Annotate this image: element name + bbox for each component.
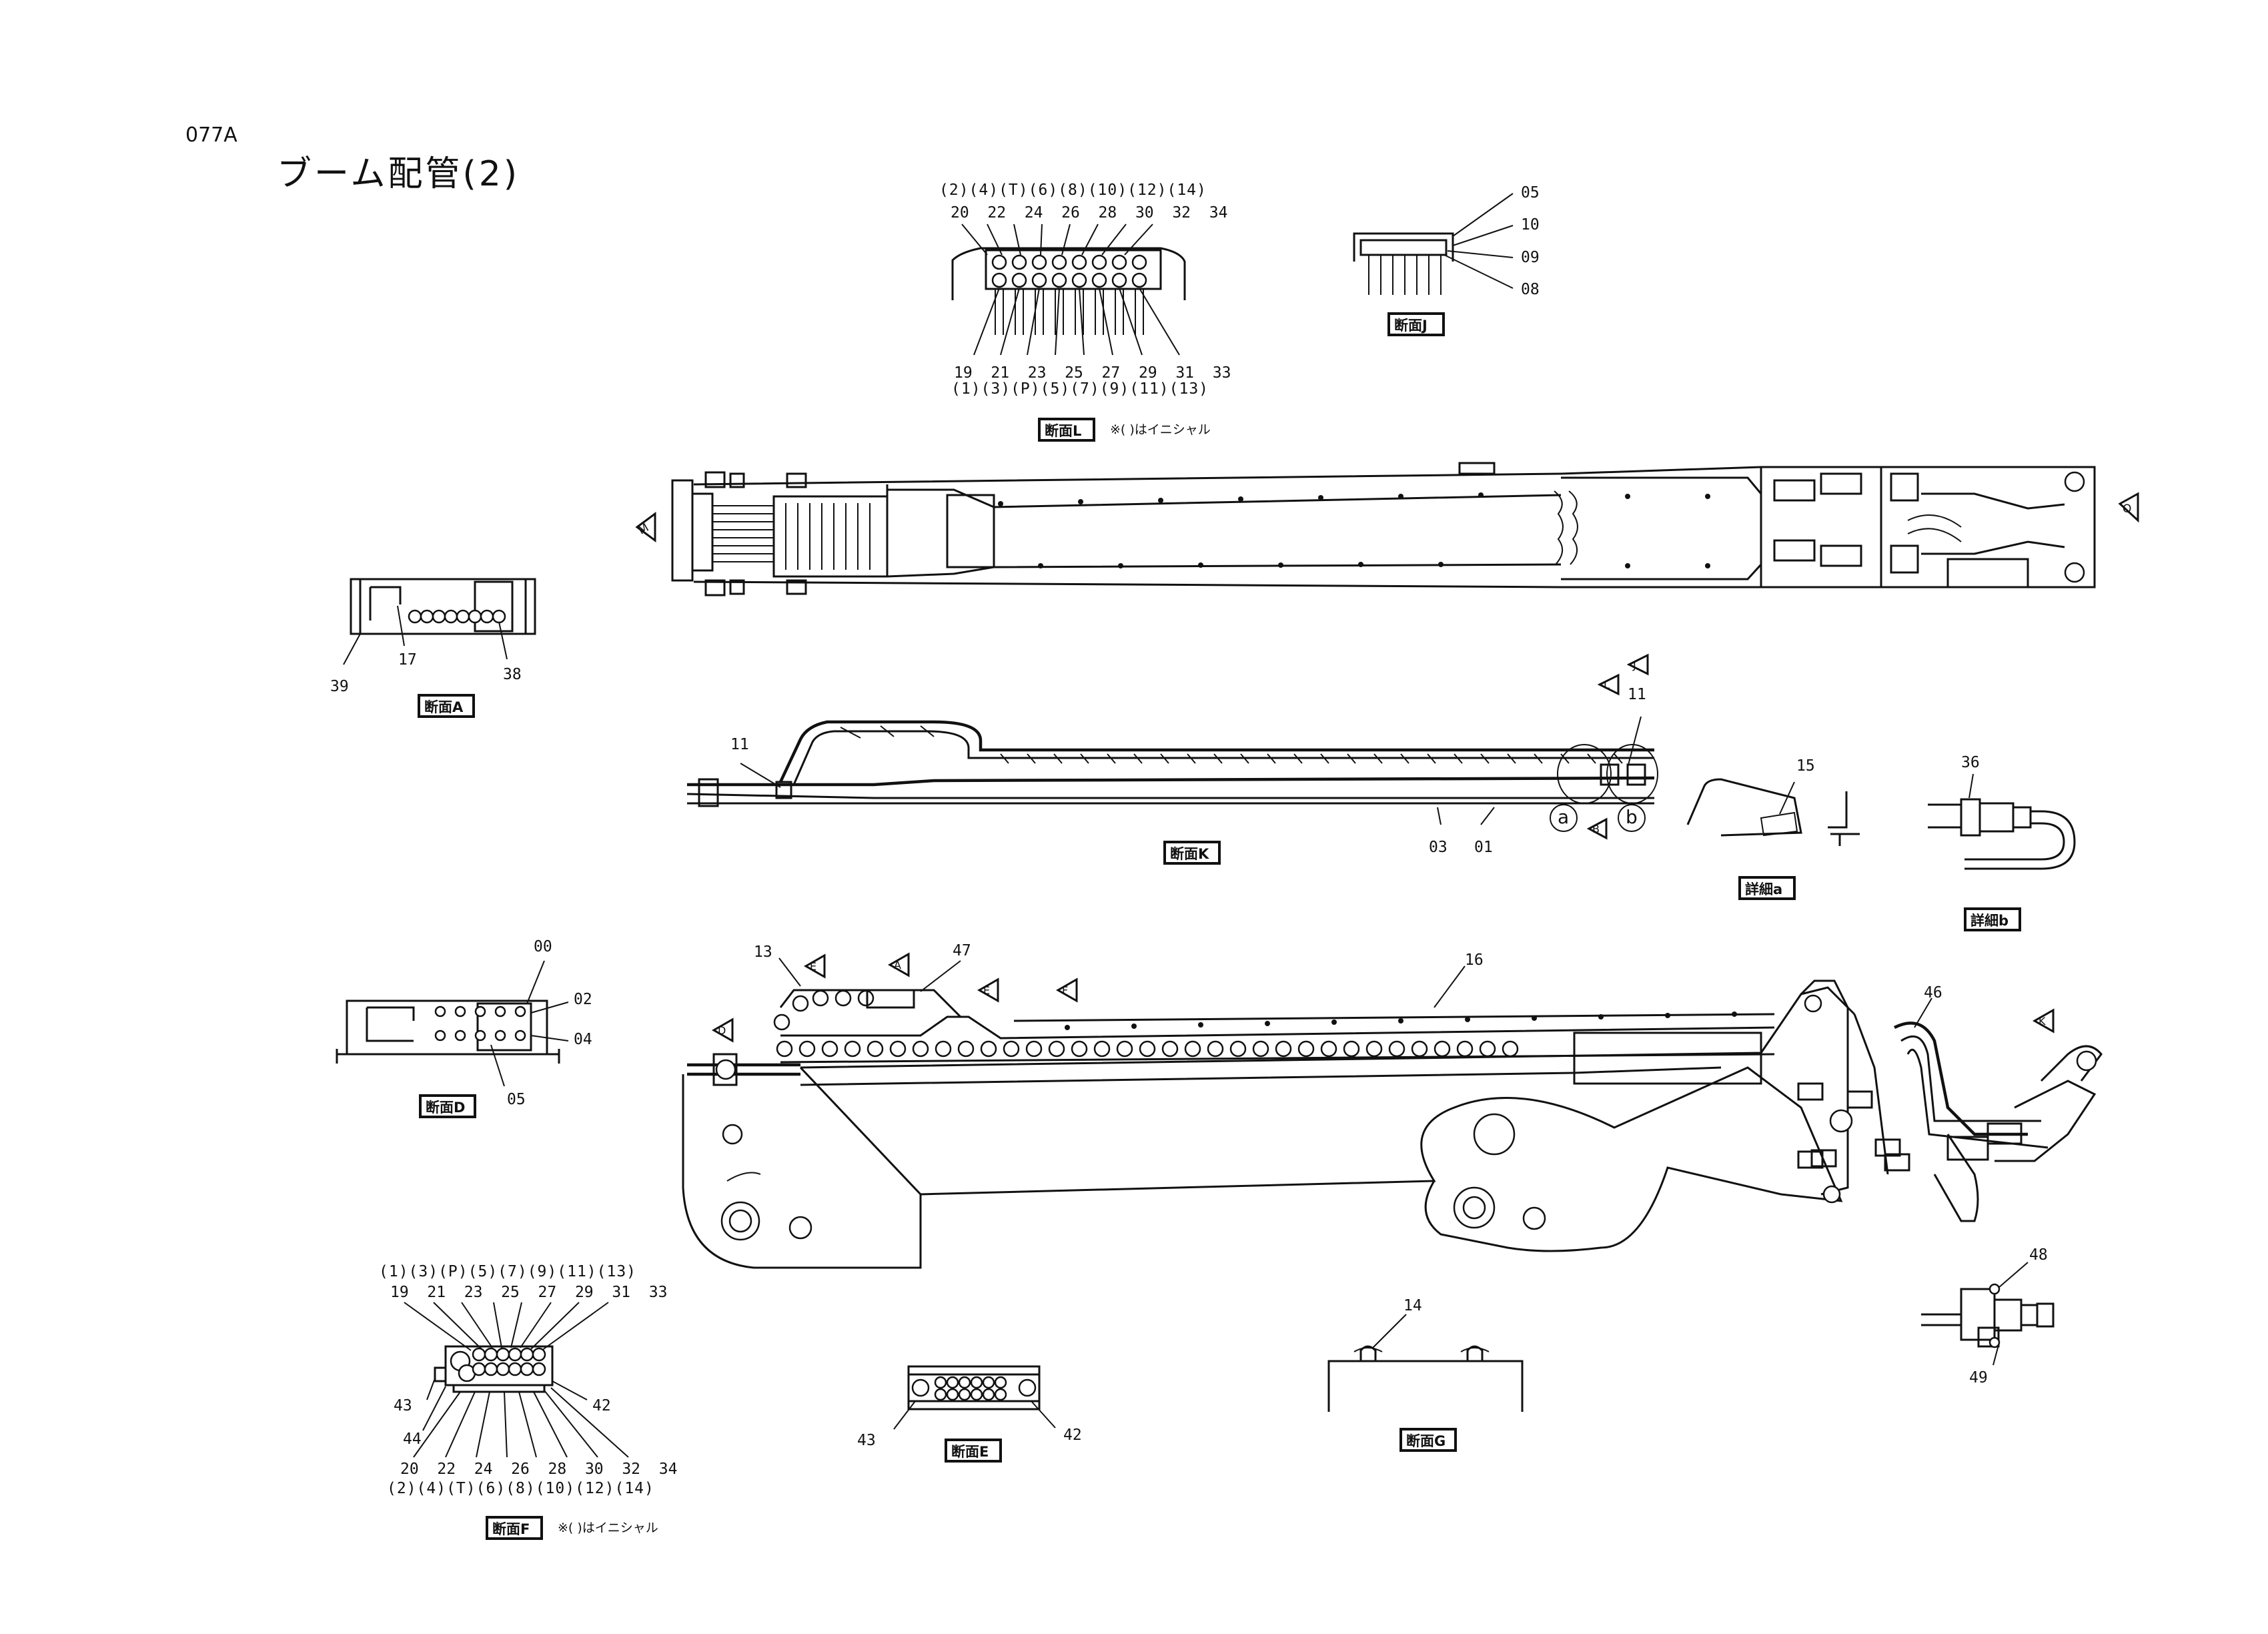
detail-ref-a: a	[1558, 806, 1569, 828]
section-e-pipes	[934, 1376, 1007, 1401]
section-marker-d: D	[718, 1024, 726, 1037]
valve-callout-49: 49	[1969, 1369, 1988, 1386]
section-d-callout-05: 05	[507, 1091, 526, 1108]
section-l-label: 断面L	[1045, 423, 1081, 439]
section-f-top-initials: (1)(3)(P)(5)(7)(9)(11)(13)	[379, 1263, 636, 1280]
section-k-callout-11-left: 11	[730, 736, 749, 753]
section-d-label: 断面D	[426, 1100, 465, 1116]
section-d-view: 00 02 04 05 断面D	[336, 938, 592, 1118]
section-f-bottom-numbers: 20 22 24 26 28 30 32 34	[400, 1461, 677, 1478]
section-a-callout-17: 17	[398, 651, 417, 669]
section-l-fittings	[991, 254, 1147, 335]
detail-a-label: 詳細a	[1745, 881, 1782, 897]
detail-ref-b: b	[1626, 806, 1638, 828]
section-j-callout-08: 08	[1521, 281, 1540, 298]
section-l-bottom-initials: (1)(3)(P)(5)(7)(9)(11)(13)	[951, 380, 1209, 398]
section-a-pipes	[408, 609, 506, 624]
section-k-chain-links	[1000, 753, 1623, 764]
section-k-callout-01: 01	[1474, 839, 1493, 856]
section-g-view: 14 断面G	[1327, 1297, 1524, 1452]
section-j-label: 断面J	[1394, 318, 1428, 334]
section-marker-e-1: E	[810, 960, 816, 973]
section-f-top-numbers: 19 21 23 25 27 29 31 33	[390, 1284, 667, 1301]
section-marker-j: J	[1632, 659, 1636, 671]
boom-side-view: 13 47 16 46 E A E F D K	[682, 942, 2103, 1269]
section-marker-f: F	[1062, 984, 1068, 997]
section-marker-b: B	[1592, 823, 1600, 835]
section-l-top-numbers: 20 22 24 26 28 30 32 34	[951, 204, 1227, 222]
section-d-callout-02: 02	[574, 991, 592, 1008]
page-code: 077A	[185, 123, 237, 147]
section-marker-a: A	[894, 959, 901, 971]
section-k-callout-11-right: 11	[1628, 686, 1646, 703]
boom-top-rivets	[998, 492, 1710, 568]
section-f-callout-44: 44	[403, 1431, 422, 1448]
section-k-label: 断面K	[1170, 846, 1209, 862]
detail-b-label: 詳細b	[1970, 913, 2009, 929]
section-marker-l: L	[1604, 679, 1610, 691]
section-a-callout-38: 38	[503, 666, 522, 683]
page-title: ブーム配管(2)	[277, 154, 520, 194]
section-marker-o: O	[2123, 502, 2131, 516]
section-k-callout-03: 03	[1429, 839, 1448, 856]
valve-detail: 48 49	[1921, 1246, 2055, 1386]
section-g-label: 断面G	[1406, 1433, 1446, 1449]
section-f-bottom-initials: (2)(4)(T)(6)(8)(10)(12)(14)	[387, 1480, 654, 1497]
detail-b-callout-36: 36	[1961, 754, 1980, 771]
section-e-callout-42: 42	[1063, 1426, 1082, 1444]
section-f-callout-43: 43	[394, 1397, 412, 1414]
section-j-callout-09: 09	[1521, 249, 1540, 266]
section-f-view: (1)(3)(P)(5)(7)(9)(11)(13) 19 21 23 25 2…	[379, 1263, 677, 1540]
section-l-view: (2)(4)(T)(6)(8)(10)(12)(14) 20 22 24 26 …	[939, 181, 1231, 442]
section-e-label: 断面E	[951, 1444, 989, 1460]
section-a-callout-39: 39	[330, 678, 349, 695]
detail-a-view: 15 詳細a	[1686, 757, 1860, 900]
boom-callout-13: 13	[754, 943, 772, 961]
section-d-callout-04: 04	[574, 1031, 592, 1048]
section-marker-k: K	[2039, 1015, 2046, 1028]
valve-callout-48: 48	[2029, 1246, 2048, 1264]
initials-note: ※( )はイニシャル	[1110, 422, 1211, 437]
detail-b-view: 36 詳細b	[1928, 754, 2076, 931]
section-a-view: 39 17 38 断面A	[330, 578, 536, 718]
boom-top-view: M	[635, 462, 2139, 596]
section-f-pipes	[472, 1347, 546, 1376]
boom-callout-47: 47	[953, 942, 971, 959]
section-d-holes	[434, 1005, 526, 1042]
section-j-callout-05: 05	[1521, 184, 1540, 201]
section-j-callout-10: 10	[1521, 216, 1540, 234]
section-j-view: 05 10 09 08 断面J	[1353, 184, 1540, 336]
section-a-label: 断面A	[424, 699, 464, 715]
section-marker-e-2: E	[983, 984, 990, 997]
section-d-callout-00: 00	[534, 938, 552, 955]
section-l-bottom-numbers: 19 21 23 25 27 29 31 33	[954, 364, 1231, 382]
section-f-callout-42: 42	[592, 1397, 611, 1414]
initials-note-f: ※( )はイニシャル	[558, 1521, 658, 1535]
section-l-top-initials: (2)(4)(T)(6)(8)(10)(12)(14)	[939, 181, 1207, 199]
section-f-label: 断面F	[492, 1521, 530, 1537]
section-k-view: 11 11 03 01 a b L J B 断面K	[686, 653, 1658, 865]
detail-a-callout-15: 15	[1796, 757, 1815, 775]
boom-callout-16: 16	[1465, 951, 1484, 969]
section-g-callout-14: 14	[1403, 1297, 1422, 1314]
section-e-view: 43 42 断面E	[857, 1365, 1082, 1463]
cable-chain	[773, 989, 1775, 1064]
boom-callout-46: 46	[1924, 984, 1942, 1001]
section-e-callout-43: 43	[857, 1432, 876, 1449]
